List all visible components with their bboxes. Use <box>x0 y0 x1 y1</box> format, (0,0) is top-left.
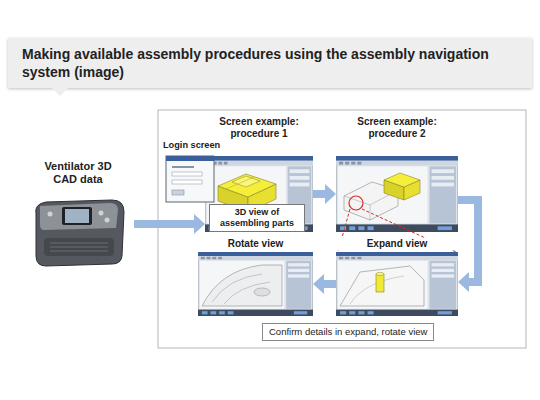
title-text: Making available assembly procedures usi… <box>22 45 518 81</box>
node-label: Confirm details in expand, rotate view <box>269 326 427 338</box>
rotate-screen-part <box>212 274 262 302</box>
node-label: Rotate view <box>198 238 313 250</box>
login-screen-part <box>172 172 202 176</box>
arrow-shaft <box>458 200 478 282</box>
cad-data-image: Ventilator 3D CAD data <box>22 160 134 270</box>
login-screen-part <box>172 180 202 184</box>
arrow-shaft <box>323 280 336 288</box>
flow-arrow <box>313 274 336 294</box>
procedure1-screen <box>205 156 313 232</box>
expand-screen <box>336 252 458 316</box>
ventilator-illustration <box>36 200 124 266</box>
arrow-head <box>458 272 469 292</box>
arrow-shaft <box>313 190 326 198</box>
procedure2-screen-part <box>349 196 363 210</box>
login-screen: Login screen <box>163 140 221 204</box>
ventilator-illustration-part <box>62 207 92 225</box>
rotate-screen-part <box>224 282 270 304</box>
ventilator-illustration-part <box>50 243 108 244</box>
view-screen: Expand view <box>336 238 458 316</box>
ventilator-illustration-part <box>48 212 53 217</box>
ventilator-illustration-part <box>105 218 110 223</box>
content-panel <box>158 110 526 348</box>
rotate-screen-part <box>198 252 313 316</box>
node-label: Ventilator 3D CAD data <box>37 160 119 186</box>
procedure1-screen-part <box>205 156 313 232</box>
node-label: Expand view <box>336 238 458 250</box>
expand-screen-part <box>336 252 458 316</box>
arrow-shaft <box>134 220 195 228</box>
procedure1-screen-part <box>226 177 254 189</box>
login-screen-part <box>172 166 194 168</box>
title-band: Making available assembly procedures usi… <box>8 38 532 88</box>
ventilator-illustration-part <box>50 247 108 248</box>
ventilator-illustration-part <box>36 200 124 266</box>
ventilator-illustration-part <box>99 211 104 216</box>
login-screen-part <box>172 190 184 195</box>
view-screen: Rotate view <box>198 238 313 316</box>
procedure2-screen-part <box>384 173 420 187</box>
ventilator-illustration-part <box>65 209 89 223</box>
rotate-screen-part <box>254 288 270 296</box>
rotate-screen <box>198 252 313 316</box>
callout-text: 3D view of assembling parts <box>214 207 300 229</box>
ventilator-illustration-part <box>40 203 118 230</box>
node-label: Login screen <box>163 140 221 151</box>
callout-box: 3D view of assembling parts <box>209 204 305 232</box>
ventilator-illustration-part <box>50 251 108 252</box>
screen-example: Screen example: procedure 1 3D view of as… <box>205 116 313 232</box>
arrow-head <box>325 184 336 204</box>
flow-arrow <box>134 214 205 234</box>
ventilator-illustration-part <box>44 238 114 256</box>
rotate-screen-part <box>202 265 282 306</box>
flow-arrow <box>458 200 478 292</box>
procedure2-screen-part <box>336 156 458 232</box>
expand-screen-part <box>376 272 384 275</box>
procedure2-screen-part <box>370 205 371 220</box>
screen-example: Screen example: procedure 2 <box>336 116 458 232</box>
login-screen-part <box>166 156 214 202</box>
procedure2-screen <box>336 156 458 232</box>
arrow-head <box>194 214 205 234</box>
node-label: Screen example: procedure 1 <box>205 116 313 140</box>
expand-screen-part <box>376 274 384 292</box>
login-screen-part <box>166 156 214 161</box>
procedure1-screen-part <box>232 176 260 187</box>
content-panel-part <box>158 110 526 348</box>
node-label: Screen example: procedure 2 <box>336 116 458 140</box>
note-box: Confirm details in expand, rotate view <box>262 323 434 341</box>
flow-arrow <box>313 184 336 204</box>
procedure1-screen-part <box>218 174 276 197</box>
login-screen <box>166 156 214 202</box>
expand-screen-part <box>340 266 424 306</box>
arrow-head <box>313 274 324 294</box>
